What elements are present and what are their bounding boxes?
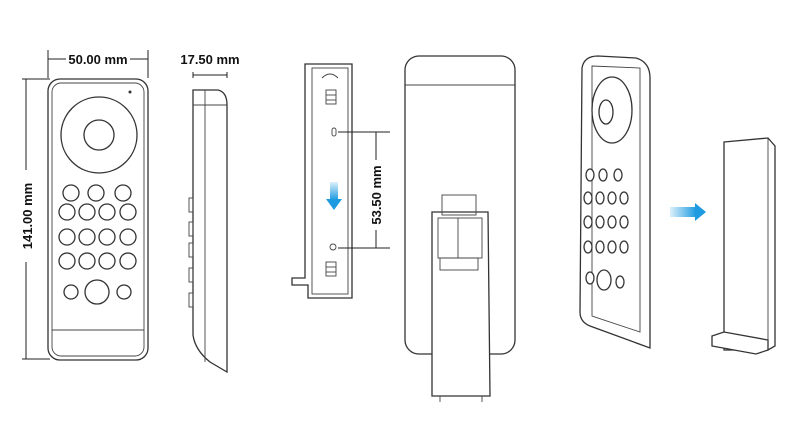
depth-dimension-label: 17.50 mm: [180, 52, 239, 67]
rear-view-with-clip: [404, 55, 516, 402]
grip-icon: [325, 89, 337, 105]
slide-right-arrow-icon: [670, 203, 706, 221]
led-indicator: [128, 90, 132, 94]
side-body: [192, 89, 228, 374]
belt-clip: [431, 211, 491, 397]
side-view: 17.50 mm: [180, 52, 240, 374]
mount-spacing-label: 53.50 mm: [369, 165, 384, 224]
button-grid: [58, 184, 137, 305]
mount-hole: [329, 243, 337, 251]
front-view: 50.00 mm 141.00 mm: [20, 50, 149, 361]
width-dimension-label: 50.00 mm: [68, 52, 127, 67]
height-dimension-label: 141.00 mm: [20, 183, 35, 250]
slide-down-arrow-icon: [326, 182, 342, 210]
grip-icon: [325, 261, 337, 277]
wall-bracket: 53.50 mm: [291, 63, 390, 299]
remote-perspective-view: [579, 55, 651, 349]
center-button: [83, 119, 115, 151]
battery-cover: [711, 137, 776, 355]
mount-slot: [331, 127, 337, 137]
